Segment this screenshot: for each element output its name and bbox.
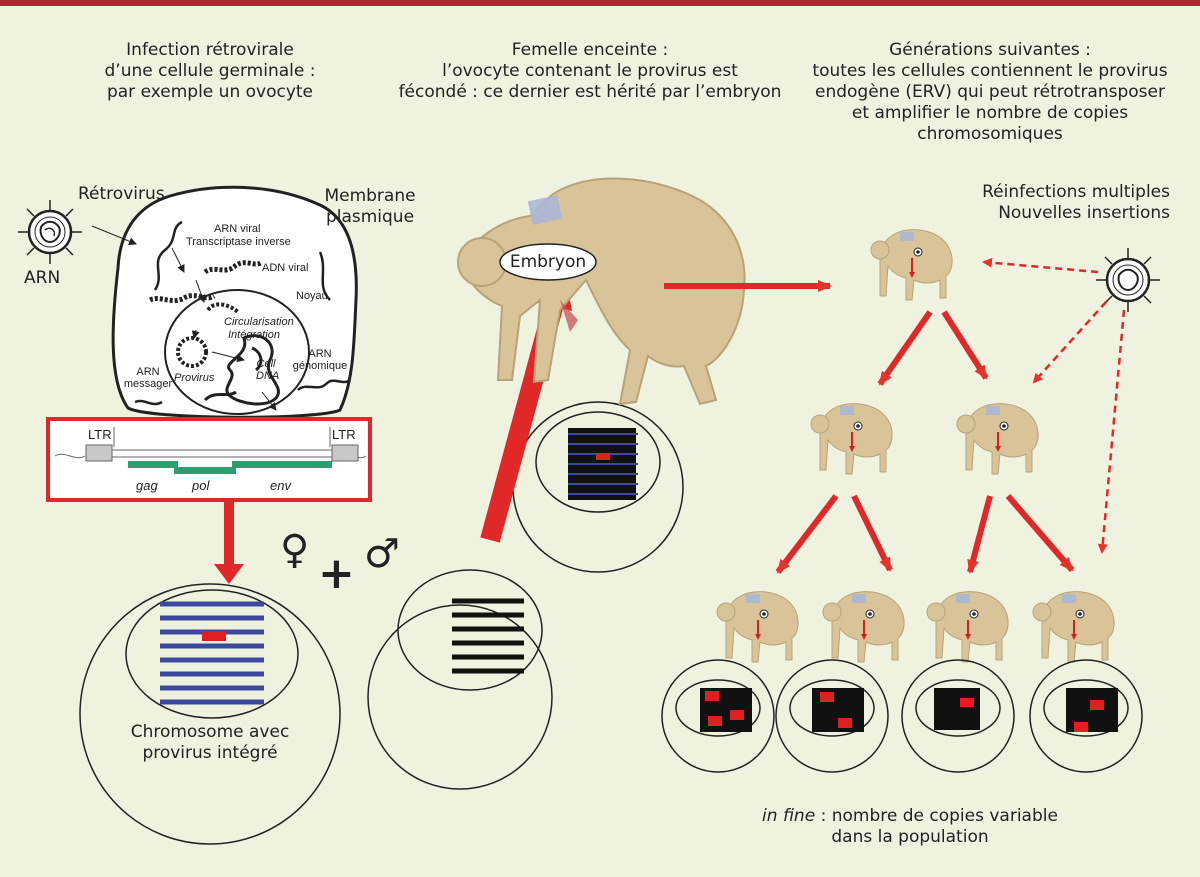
label-chromosome: Chromosome avec provirus intégré [110,722,310,764]
ltr-left-box [85,444,113,462]
label-reinfection-line1: Réinfections multiples [982,182,1170,202]
label-arn-messager-line2: messager [123,378,173,390]
label-embryon: Embryon [509,252,587,272]
label-chromosome-line1: Chromosome avec [130,722,290,742]
ltr-right-box [331,444,359,462]
plus-symbol: + [318,548,355,599]
label-adn-viral: ADN viral [262,262,309,274]
header-generations-line4: et amplifier le nombre de copies [851,103,1129,123]
header-pregnant-line3: fécondé : ce dernier est hérité par l’em… [398,82,782,102]
conclusion: in fine : nombre de copies variable dans… [740,806,1080,848]
provirus-insert [202,631,226,641]
ape-gen3-c [926,590,1010,663]
top-bar [0,0,1200,6]
label-provirus: Provirus [174,372,215,384]
label-reinfection: Réinfections multiples Nouvelles inserti… [960,182,1170,224]
ape-gen3-b [822,590,906,663]
chromosome-integrated [160,601,264,705]
header-generations: Générations suivantes : toutes les cellu… [790,40,1190,145]
conclusion-line2: dans la population [831,827,989,847]
label-arn-viral: ARN viral [214,223,261,235]
nucleus [164,289,310,415]
label-arn-messager: ARN messager [118,366,178,390]
reinfecting-virus-icon [1096,248,1160,312]
embryon-bubble [499,243,597,281]
label-gag: gag [136,478,158,493]
label-arn: ARN [24,268,61,288]
header-infection-line2: d’une cellule germinale : [104,61,316,81]
male-symbol: ♂ [364,531,400,577]
label-cell-dna-line2: DNA [256,370,280,382]
offspring-cells [661,659,1143,773]
env-bar [232,461,332,468]
label-pol: pol [192,478,210,493]
conclusion-line1: in fine : nombre de copies variable [740,806,1080,827]
header-pregnant-line1: Femelle enceinte : [511,40,669,60]
header-infection-line3: par exemple un ovocyte [106,82,314,102]
label-transcriptase: Transcriptase inverse [186,236,291,248]
header-infection: Infection rétrovirale d’une cellule germ… [80,40,340,103]
label-membrane-line2: plasmique [325,207,415,227]
label-circularisation: Circularisation [224,316,294,328]
header-generations-line3: endogène (ERV) qui peut rétrotransposer [815,82,1165,102]
oocyte-nucleus [125,589,299,719]
pol-bar [174,467,236,474]
ape-gen2-right [956,402,1040,475]
label-reinfection-line2: Nouvelles insertions [998,203,1170,223]
header-pregnant: Femelle enceinte : l’ovocyte contenant l… [390,40,790,103]
label-integration: Intégration [228,329,280,341]
gag-bar [128,461,178,468]
fertilized-oocyte-outer [367,604,553,790]
header-infection-line1: Infection rétrovirale [126,40,294,60]
label-cell-dna-line1: Cell [256,358,276,370]
ape-gen2-left [810,402,894,475]
ape-gen3-a [716,590,800,663]
header-generations-line2: toutes les cellules contiennent le provi… [812,61,1168,81]
oocyte-outer [79,583,341,845]
label-ltr-left: LTR [88,427,112,442]
pregnant-ape-figure [457,177,746,406]
conclusion-rest: : nombre de copies variable [815,806,1058,826]
female-symbol: ♀ [280,527,310,573]
ape-gen3-d [1032,590,1116,663]
header-generations-line1: Générations suivantes : [889,40,1091,60]
label-arn-genomique-line1: ARN [308,348,332,360]
header-pregnant-line2: l’ovocyte contenant le provirus est [442,61,738,81]
label-retrovirus: Rétrovirus [78,184,165,204]
label-env: env [270,478,291,493]
retrovirus-icon [18,200,82,264]
conclusion-italic: in fine [762,806,816,826]
label-membrane-line1: Membrane [324,186,416,206]
label-membrane: Membrane plasmique [320,186,420,228]
label-noyau: Noyau [296,290,328,302]
label-chromosome-line2: provirus intégré [142,743,278,763]
header-generations-line5: chromosomiques [917,124,1063,144]
label-arn-genomique: ARN génomique [290,348,350,372]
label-arn-genomique-line2: génomique [292,360,348,372]
label-ltr-right: LTR [332,427,356,442]
chromosome-plain [452,598,524,674]
ape-gen1 [870,228,954,301]
label-arn-messager-line1: ARN [136,366,160,378]
label-cell-dna: Cell DNA [256,358,280,382]
